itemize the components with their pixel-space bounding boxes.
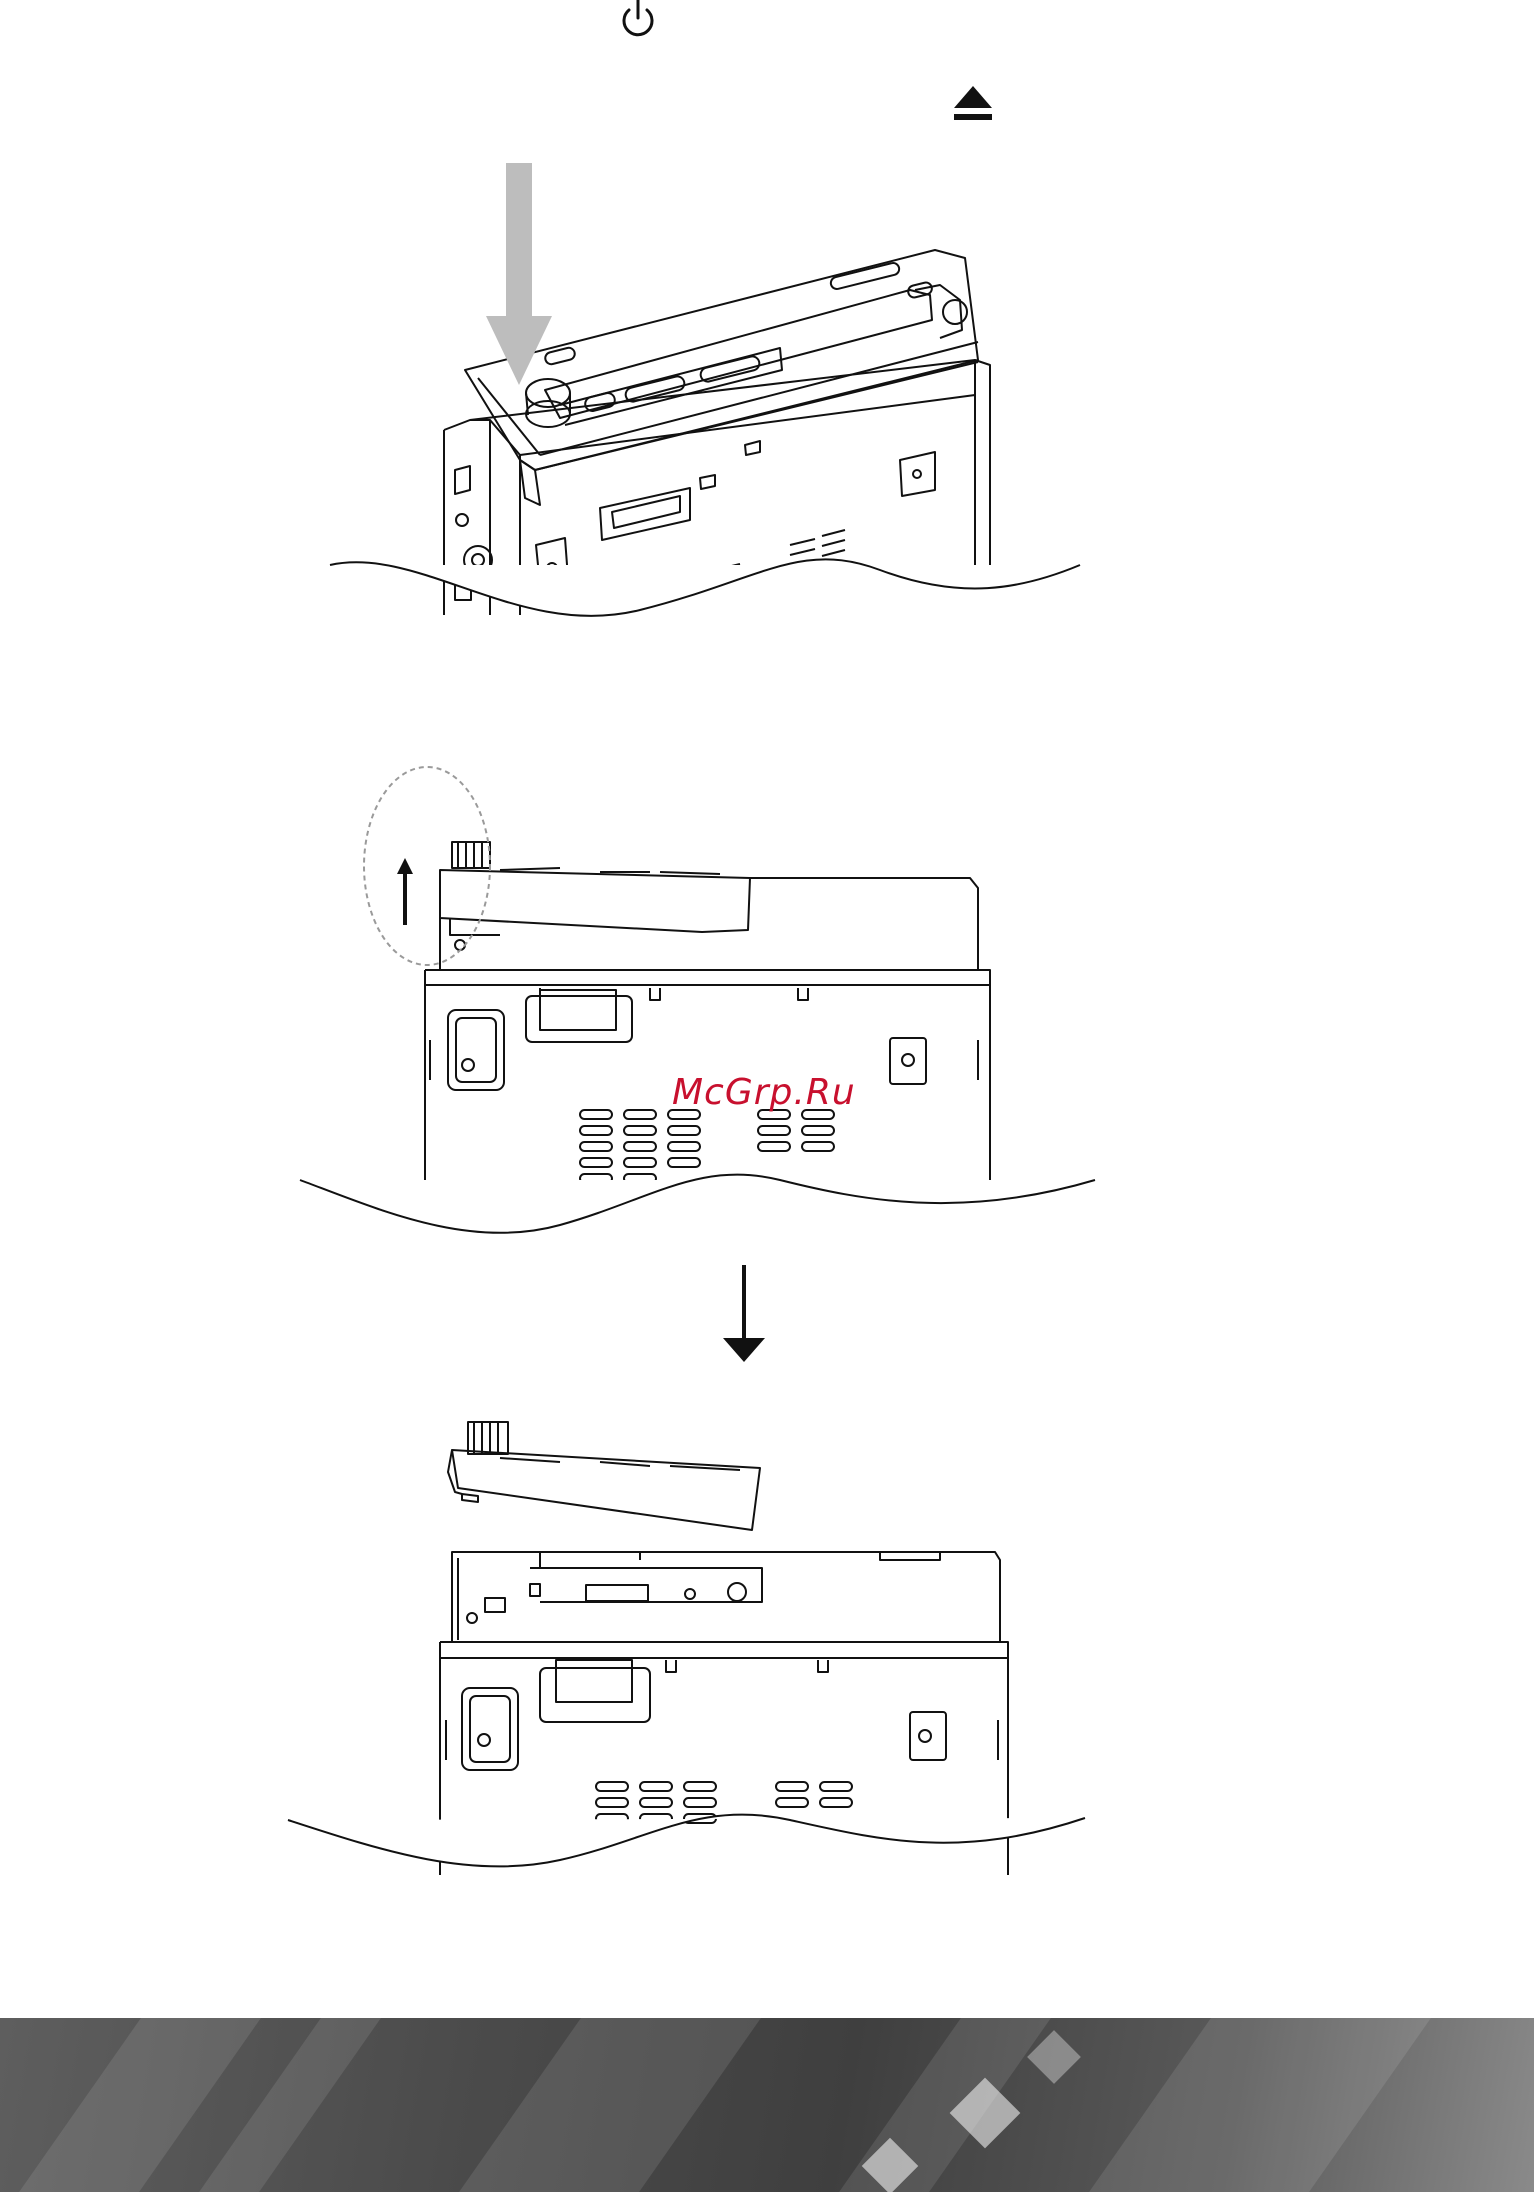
footer-decorative-band	[0, 2018, 1534, 2192]
highlight-dashed-circle	[364, 767, 490, 965]
watermark-text: McGrp.Ru	[672, 1072, 856, 1113]
press-release-arrow	[486, 163, 552, 385]
figure-1-head-unit	[330, 250, 1080, 616]
figure-3-head-unit	[288, 1422, 1085, 1875]
lift-up-arrow	[397, 858, 413, 925]
next-step-arrow	[723, 1265, 765, 1362]
figure-2-head-unit	[300, 842, 1095, 1233]
illustration-canvas	[0, 0, 1534, 2018]
